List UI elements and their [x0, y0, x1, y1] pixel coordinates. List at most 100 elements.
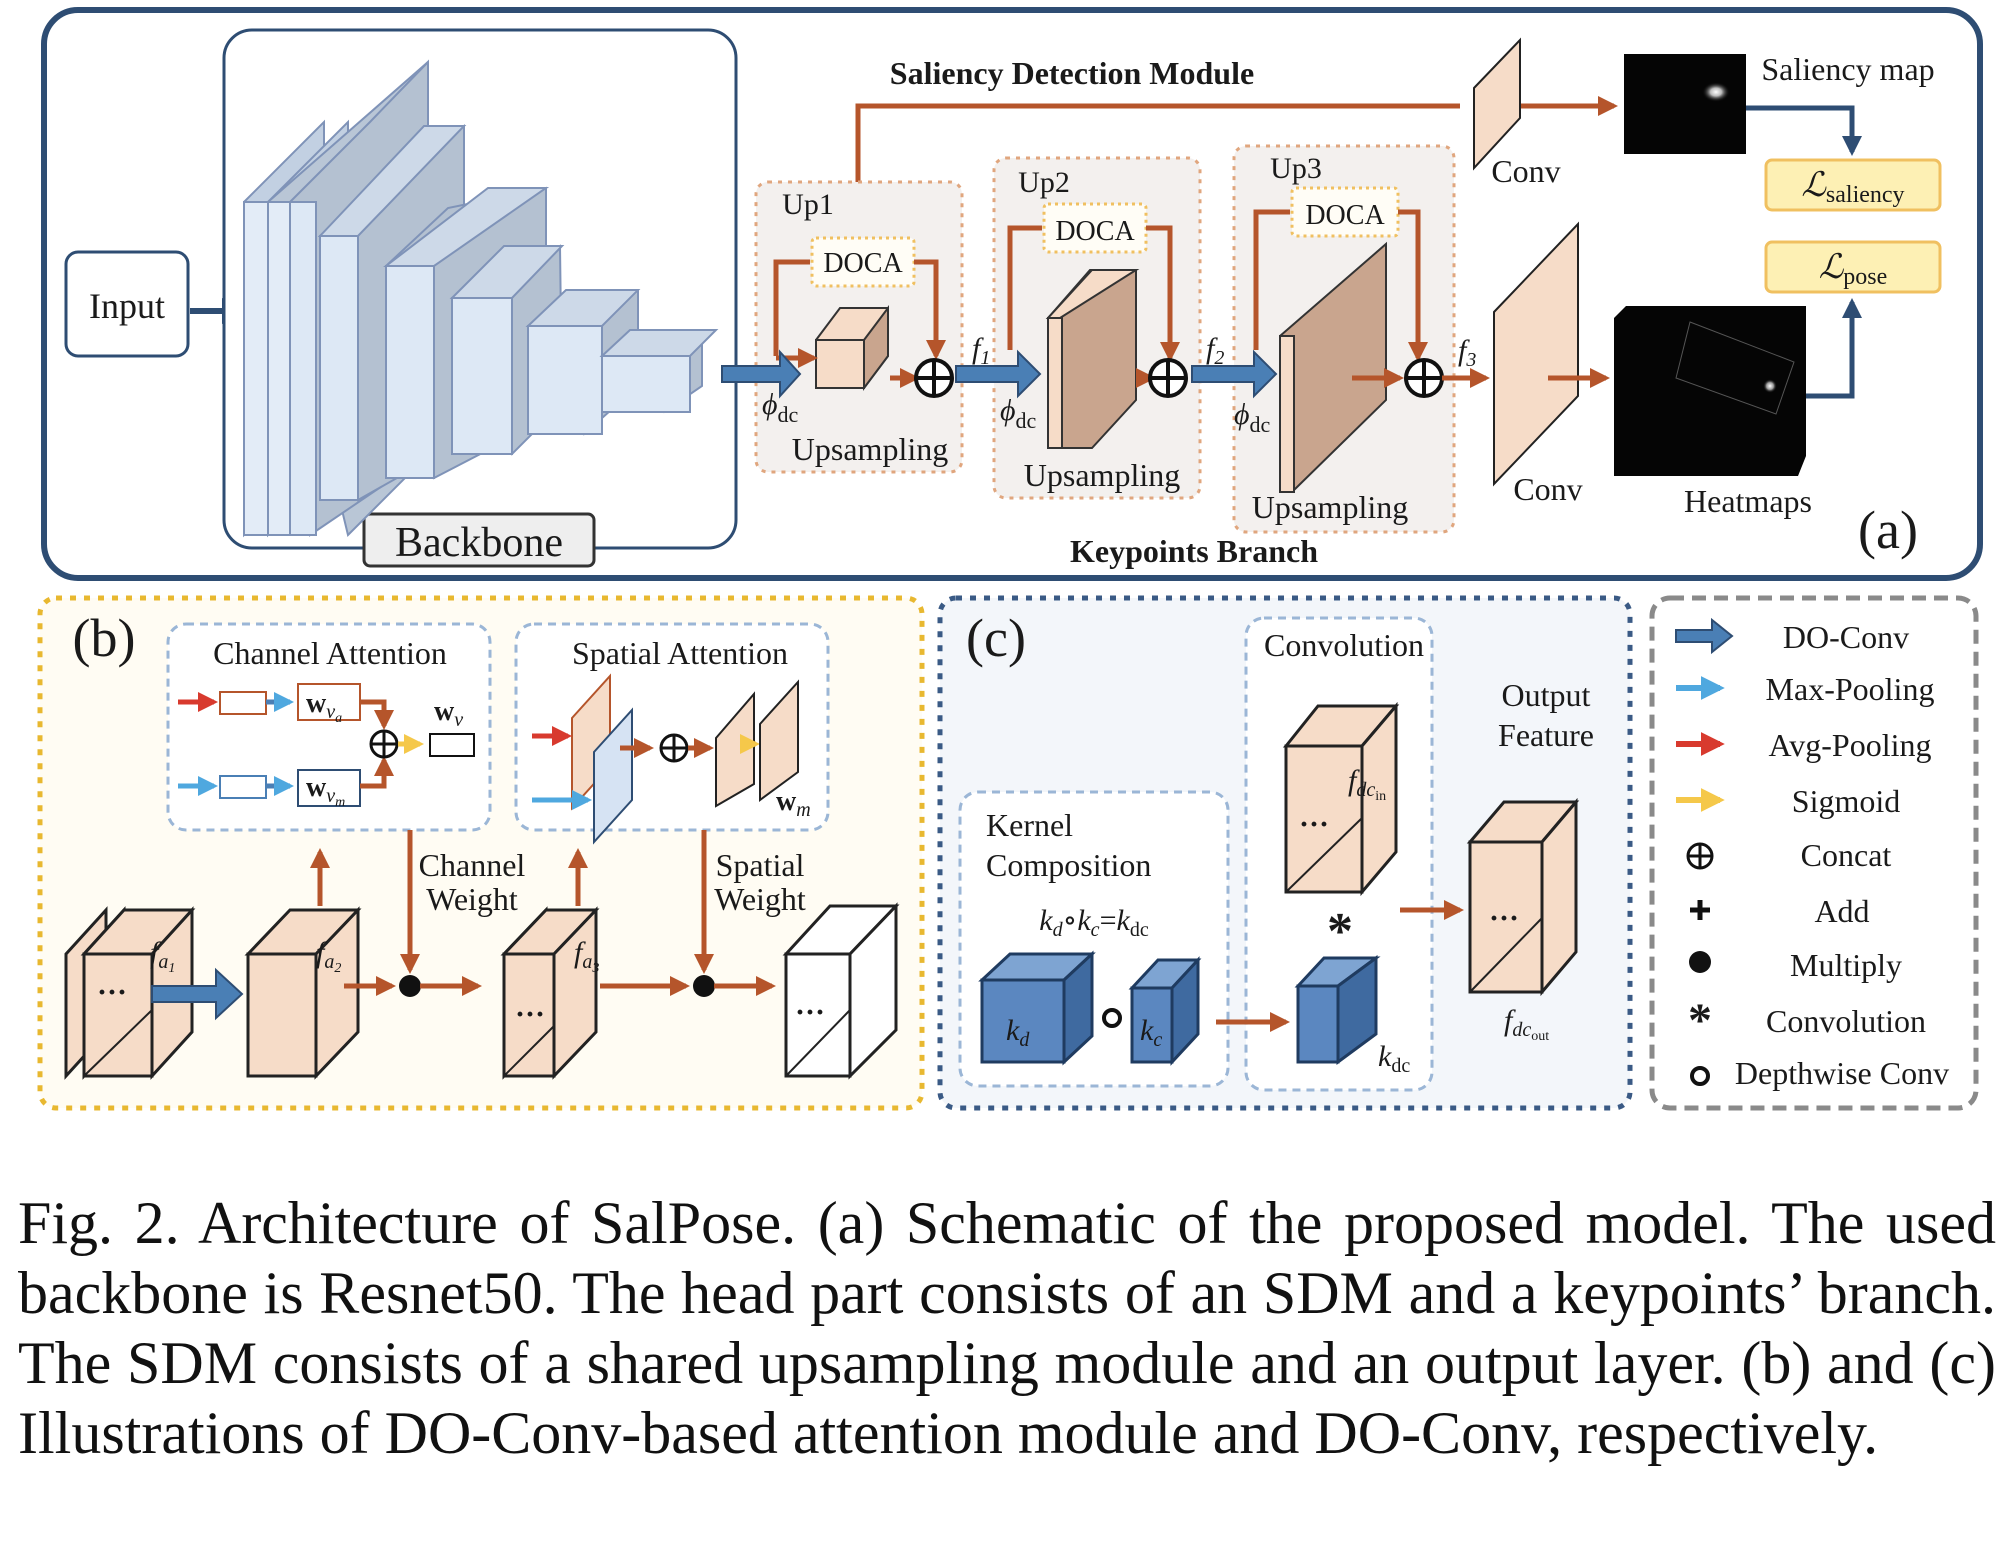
figure-caption: Fig. 2. Architecture of SalPose. (a) Sch…	[18, 1190, 1996, 1466]
legend-frame	[1649, 595, 1979, 1111]
channel-concat-node	[369, 729, 399, 759]
kc-cube: kc	[1128, 956, 1202, 1066]
legend-label-add: Add	[1814, 893, 1869, 929]
do-conv-arrow-backbone	[721, 349, 802, 399]
heatmaps-label: Heatmaps	[1684, 483, 1812, 519]
feature-fa3: ··· fa3	[500, 906, 600, 1080]
phi-dc-label-1: ϕdc	[762, 388, 799, 427]
do-conv-arrow-b	[151, 967, 244, 1021]
do-conv-arrow-f1	[955, 349, 1042, 399]
concat-node-1	[914, 358, 954, 398]
w-va-label: wva	[306, 688, 342, 726]
panel-b: (b) Channel Attention wva wvm wv Spatial…	[37, 595, 925, 1111]
up3-label: Up3	[1270, 152, 1322, 185]
concat-node-3	[1404, 358, 1444, 398]
doca-box-3	[1290, 186, 1400, 238]
legend-depthwise-symbol	[1690, 1066, 1710, 1086]
loss-pose-label: ℒpose	[1819, 249, 1888, 290]
svg-text:···: ···	[1489, 902, 1519, 935]
feature-fa1: ··· fa1	[64, 906, 196, 1080]
feature-fdc-in: ··· fdcin	[1282, 701, 1400, 897]
panel-a-tag: (a)	[1858, 500, 1918, 560]
feature-fa2: fa2	[244, 906, 362, 1080]
kdc-cube: kdc	[1294, 955, 1410, 1077]
phi-dc-label-3: ϕdc	[1234, 398, 1271, 437]
svg-text:···: ···	[97, 976, 127, 1009]
legend-concat-symbol	[1686, 842, 1714, 870]
upsampling-label-1: Upsampling	[792, 431, 948, 467]
legend: * DO-Conv Max-Pooling Avg-Pooling Sigmoi…	[1649, 595, 1979, 1111]
up2-label: Up2	[1018, 166, 1070, 199]
panel-a: Input Backbone	[41, 7, 1983, 581]
loss-saliency-box	[1764, 158, 1942, 212]
phi-dc-label-2: ϕdc	[1000, 394, 1037, 433]
keypoints-conv-label: Conv	[1513, 471, 1582, 507]
sdm-conv-block	[1473, 37, 1521, 171]
convolution-star: *	[1327, 903, 1353, 960]
backbone-label-box	[362, 512, 596, 568]
saliency-glow	[1702, 82, 1730, 102]
svg-text:···: ···	[795, 996, 825, 1029]
sdm-title: Saliency Detection Module	[890, 55, 1254, 91]
svg-text:···: ···	[1299, 808, 1329, 841]
w-vm-label: wvm	[306, 772, 345, 810]
keypoints-branch-title: Keypoints Branch	[1070, 533, 1318, 569]
depthwise-conv-node	[1102, 1008, 1122, 1028]
legend-convolution-symbol: *	[1688, 994, 1712, 1047]
doca-label-2: DOCA	[1055, 216, 1135, 247]
keypoints-conv-block	[1493, 221, 1579, 487]
spatial-concat-node	[659, 733, 689, 763]
heatmap-glow	[1763, 379, 1777, 393]
backbone-label: Backbone	[395, 520, 563, 566]
upsampling-label-2: Upsampling	[1024, 457, 1180, 493]
spatial-attention-title: Spatial Attention	[572, 635, 788, 671]
legend-label-max-pooling: Max-Pooling	[1766, 671, 1935, 707]
input-label: Input	[89, 286, 165, 326]
upsampling-label-3: Upsampling	[1252, 489, 1408, 525]
heatmap-to-loss-arrow	[1806, 298, 1862, 399]
channel-attention-title: Channel Attention	[213, 635, 447, 671]
svg-text:kdc: kdc	[1378, 1040, 1410, 1077]
legend-label-avg-pooling: Avg-Pooling	[1769, 727, 1932, 763]
legend-label-sigmoid: Sigmoid	[1792, 783, 1900, 819]
legend-multiply-symbol	[1689, 951, 1711, 973]
upsampling-module-3: Up3 DOCA Upsampling	[1232, 144, 1456, 534]
convolution-title: Convolution	[1264, 627, 1424, 663]
feature-out-b: ···	[782, 902, 900, 1080]
legend-add-symbol	[1690, 900, 1710, 920]
do-conv-arrow-f2	[1191, 349, 1278, 399]
legend-label-do-conv: DO-Conv	[1783, 619, 1909, 655]
doca-label-3: DOCA	[1305, 200, 1385, 231]
legend-do-conv-symbol	[1675, 617, 1734, 655]
doca-label-1: DOCA	[823, 248, 903, 279]
multiply-node-1	[399, 975, 421, 997]
backbone-layers	[243, 59, 719, 538]
saliency-map-image	[1624, 54, 1746, 154]
legend-label-multiply: Multiply	[1790, 947, 1902, 983]
heatmaps-image	[1614, 306, 1806, 476]
architecture-figure: Input Backbone	[37, 7, 1983, 1111]
svg-text:kc: kc	[1140, 1014, 1162, 1051]
legend-label-concat: Concat	[1801, 837, 1892, 873]
multiply-node-2	[693, 975, 715, 997]
legend-label-depthwise-conv: Depthwise Conv	[1735, 1055, 1949, 1091]
upsampling-module-2: Up2 DOCA Upsampling	[992, 156, 1202, 500]
saliency-map-label: Saliency map	[1761, 51, 1934, 87]
feature-fdc-out: ···	[1466, 797, 1580, 997]
up1-label: Up1	[782, 188, 834, 221]
loss-pose-box	[1764, 240, 1942, 294]
panel-b-tag: (b)	[73, 608, 136, 668]
svg-text:···: ···	[515, 998, 545, 1031]
input-box	[64, 250, 190, 358]
w-m-label: wm	[776, 786, 811, 821]
saliency-to-loss-arrow	[1746, 105, 1862, 156]
upsampling-module-1: Up1 DOCA Upsampling	[754, 180, 964, 474]
loss-saliency-label: ℒsaliency	[1801, 167, 1904, 208]
w-v-label: wv	[434, 696, 463, 731]
legend-label-convolution: Convolution	[1766, 1003, 1926, 1039]
